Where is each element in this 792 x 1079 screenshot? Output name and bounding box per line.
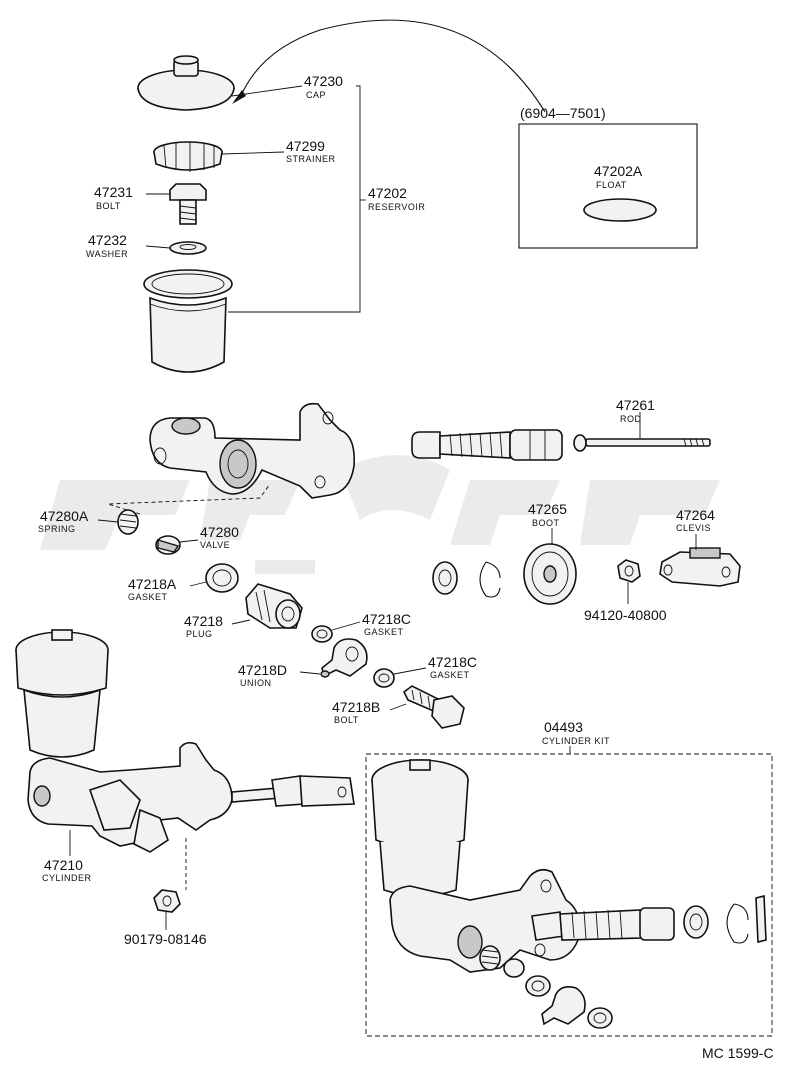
boot-name: BOOT: [532, 518, 560, 528]
union-bolt-part: [402, 685, 465, 729]
gasket-a-name: GASKET: [128, 592, 168, 602]
reservoir-number: 47202: [368, 185, 407, 201]
cap-number: 47230: [304, 73, 343, 89]
float-arrow: [239, 19, 546, 113]
reservoir-name: RESERVOIR: [368, 202, 425, 212]
gasket-c2-part: [373, 668, 395, 688]
rod-part: [573, 434, 711, 452]
washer-number: 47232: [88, 232, 127, 248]
spring-number: 47280A: [40, 508, 89, 524]
inset-serial-range: (6904—7501): [520, 105, 606, 121]
clevis-nut-part: [617, 559, 641, 583]
reservoir-part: [143, 269, 233, 373]
float-name: FLOAT: [596, 180, 627, 190]
union-name: UNION: [240, 678, 272, 688]
snap-ring-part: [479, 561, 501, 598]
gasket-a-part: [205, 563, 239, 593]
boot-number: 47265: [528, 501, 567, 517]
union-number: 47218D: [238, 662, 287, 678]
mount-nut-part: [153, 889, 181, 913]
rod-name: ROD: [620, 414, 642, 424]
reservoir-bolt-number: 47231: [94, 184, 133, 200]
cylinder-kit-frame: [365, 753, 773, 1037]
cylinder-kit-box: 04493 CYLINDER KIT: [365, 719, 773, 1037]
spring-dashed-guide: [107, 483, 271, 515]
cylinder-body-part: [149, 402, 356, 499]
plug-part: [245, 583, 303, 629]
diagram-code: MC 1599-C: [702, 1045, 774, 1061]
arrow-head: [232, 90, 246, 104]
clevis-part: [659, 547, 741, 587]
gasket-c1-part: [311, 625, 333, 643]
spring-part: [117, 509, 139, 535]
gasket-c2-name: GASKET: [430, 670, 470, 680]
union-part: [320, 638, 368, 678]
cylinder-kit-parts: [371, 759, 767, 1029]
boot-part: [523, 543, 577, 605]
clevis-name: CLEVIS: [676, 523, 711, 533]
strainer-part: [153, 141, 223, 172]
watermark-logo: [40, 455, 720, 574]
strainer-name: STRAINER: [286, 154, 336, 164]
union-bolt-number: 47218B: [332, 699, 380, 715]
union-bolt-name: BOLT: [334, 715, 359, 725]
valve-part: [155, 535, 181, 555]
gasket-c1-number: 47218C: [362, 611, 411, 627]
plug-number: 47218: [184, 613, 223, 629]
spring-name: SPRING: [38, 524, 76, 534]
strainer-number: 47299: [286, 138, 325, 154]
gasket-c2-number: 47218C: [428, 654, 477, 670]
rod-number: 47261: [616, 397, 655, 413]
reservoir-bolt-name: BOLT: [96, 201, 121, 211]
washer-name: WASHER: [86, 249, 128, 259]
piston-assembly-part: [411, 429, 563, 461]
cylinder-assembly-part: [15, 629, 355, 853]
gasket-c1-name: GASKET: [364, 627, 404, 637]
cap-name: CAP: [306, 90, 326, 100]
cylinder-kit-number: 04493: [544, 719, 583, 735]
gasket-a-number: 47218A: [128, 576, 177, 592]
float-number: 47202A: [594, 163, 643, 179]
plug-name: PLUG: [186, 629, 213, 639]
cylinder-kit-name: CYLINDER KIT: [542, 736, 610, 746]
valve-number: 47280: [200, 524, 239, 540]
clevis-nut-number: 94120-40800: [584, 607, 667, 623]
clevis-number: 47264: [676, 507, 715, 523]
cylinder-number: 47210: [44, 857, 83, 873]
cylinder-name: CYLINDER: [42, 873, 92, 883]
float-part: [583, 198, 657, 222]
float-inset: (6904—7501) 47202A FLOAT: [518, 105, 698, 249]
inset-frame: [518, 123, 698, 249]
cap-part: [137, 55, 235, 111]
valve-name: VALVE: [200, 540, 230, 550]
top-labels: 47230 CAP 47299 STRAINER 47202 RESERVOIR…: [86, 73, 425, 313]
reservoir-bolt-part: [169, 183, 207, 225]
cup-seal-part: [432, 561, 458, 595]
mount-nut-number: 90179-08146: [124, 931, 207, 947]
washer-part: [169, 241, 207, 255]
